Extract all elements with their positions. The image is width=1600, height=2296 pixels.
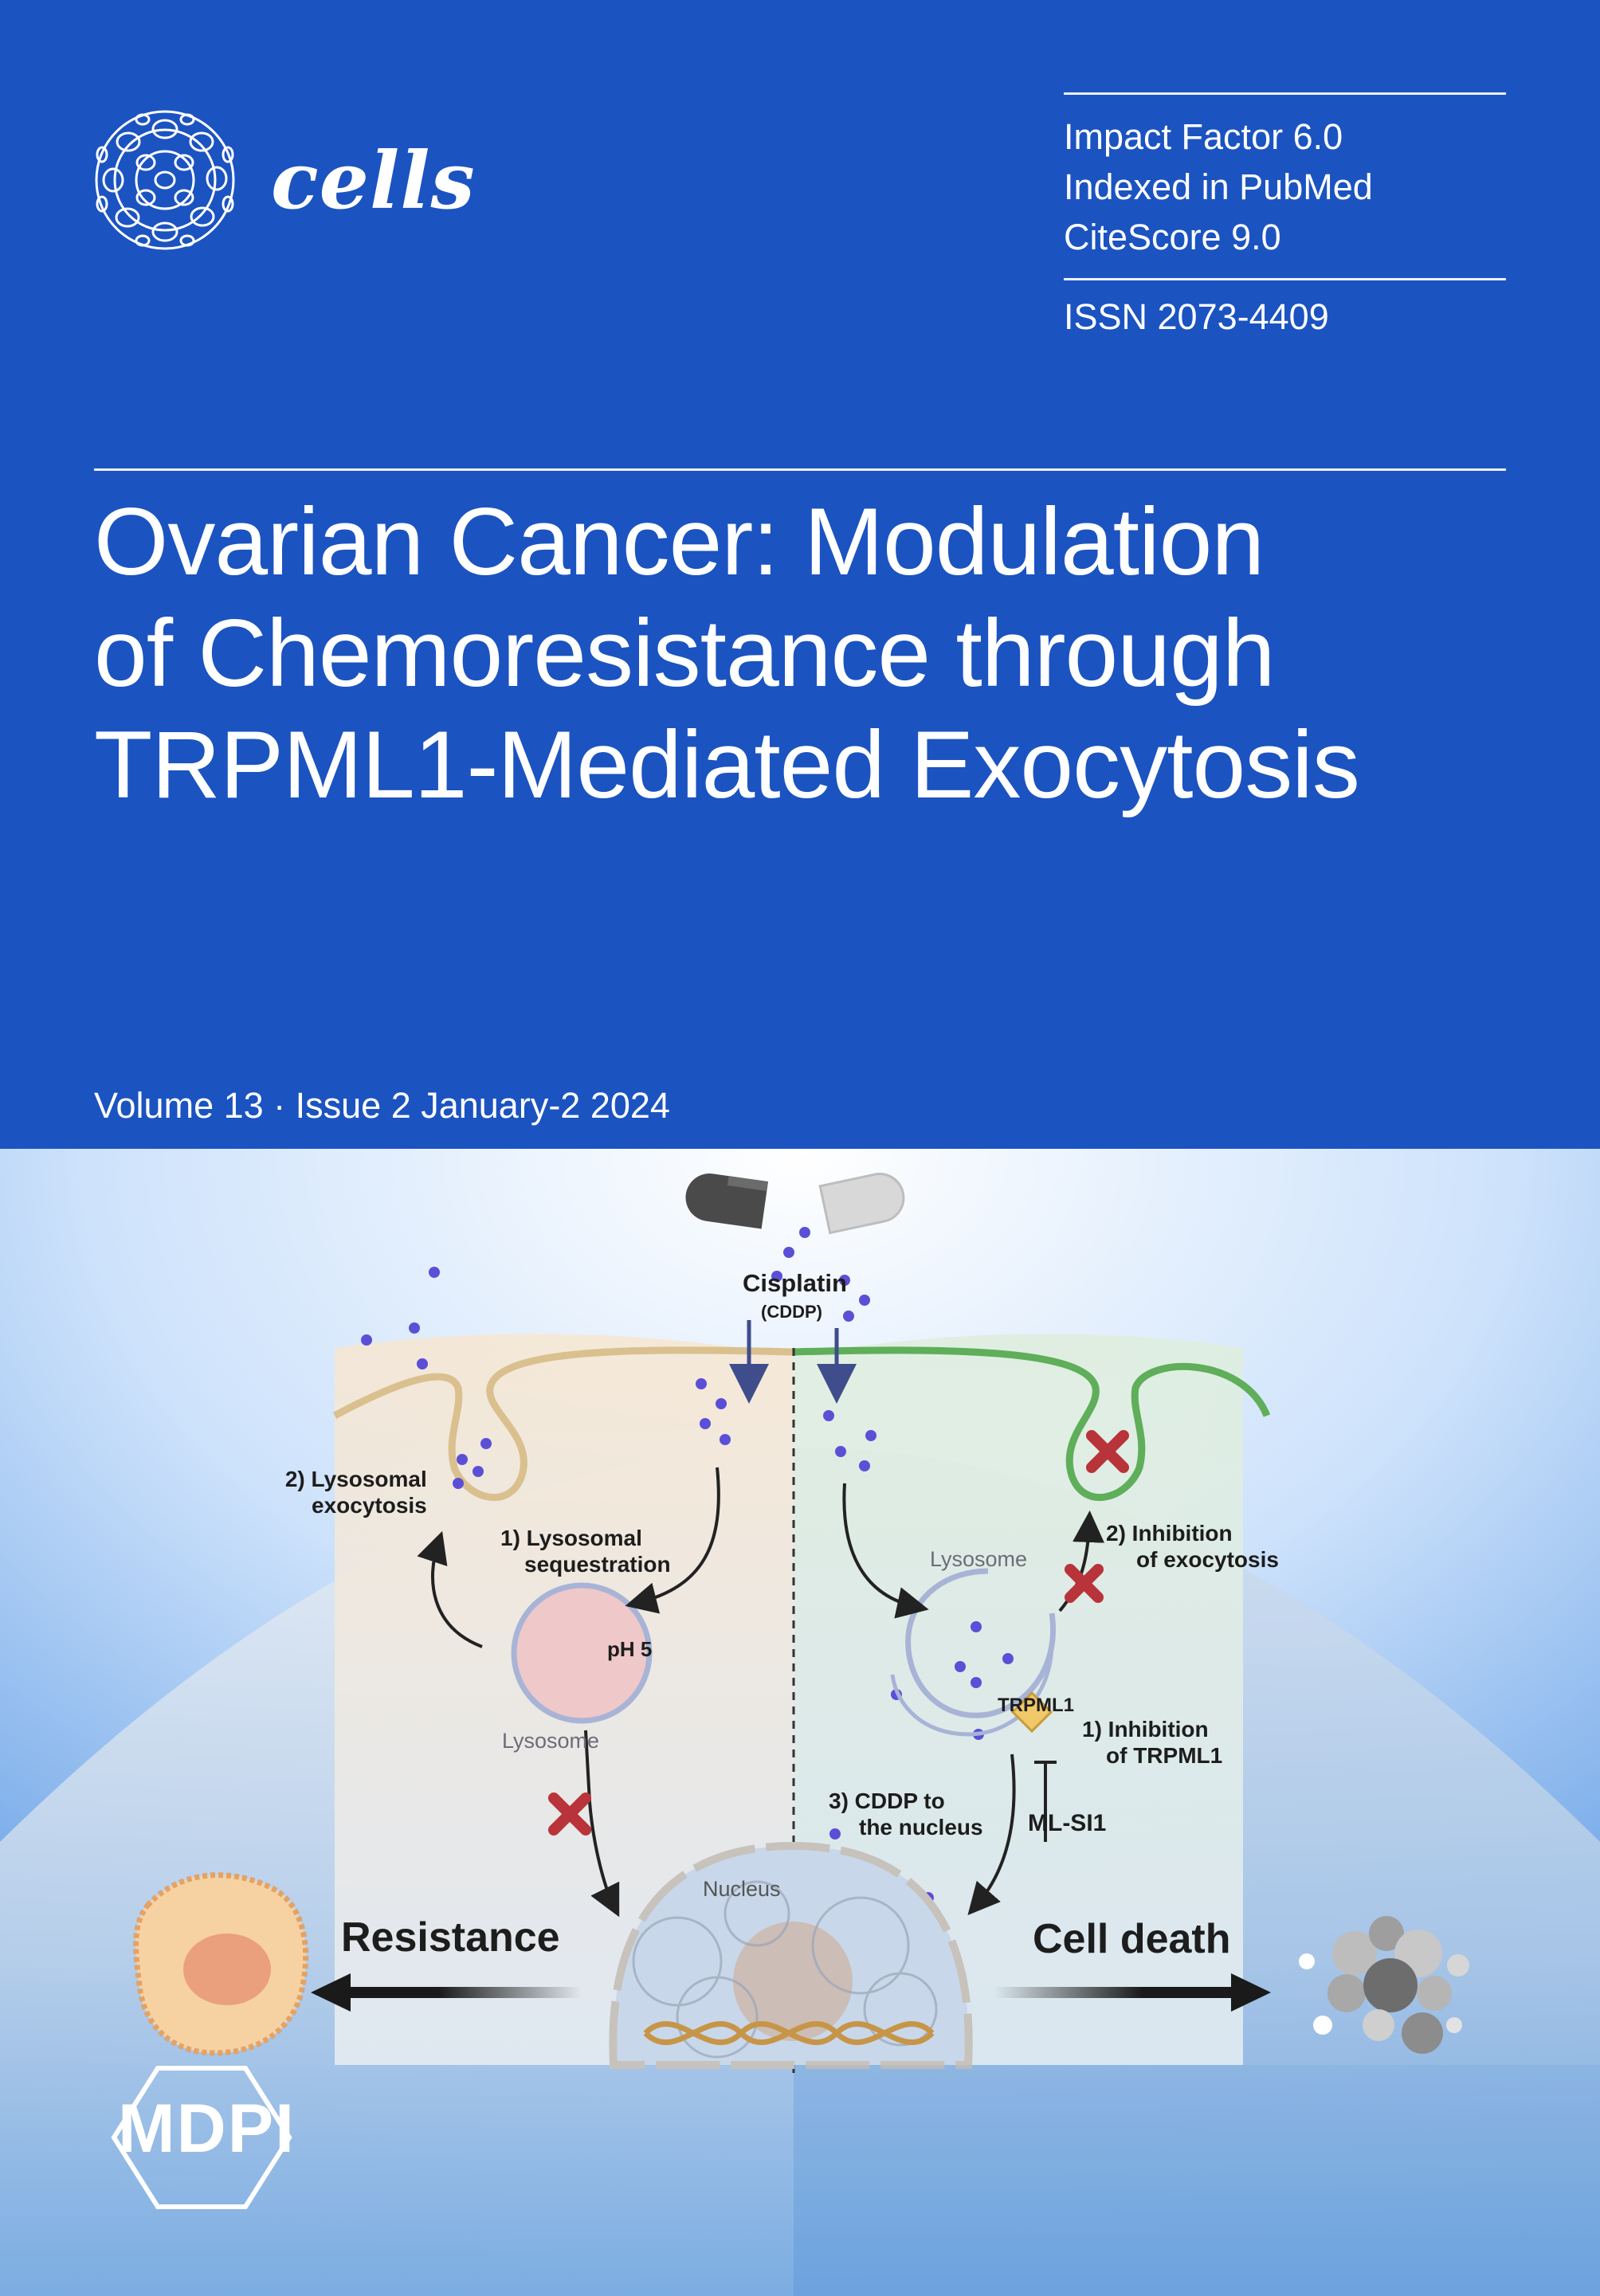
inhibit-trpml1-label: 1) Inhibition of TRPML1 [1082, 1717, 1223, 1768]
drug-name-label: Cisplatin [743, 1269, 847, 1297]
dead-cell-icon [1299, 1916, 1469, 2054]
right-lysosome [905, 1568, 1056, 1718]
left-sequestration-label: 1) Lysosomal sequestration [500, 1526, 671, 1577]
cell-death-label: Cell death [1033, 1916, 1231, 1962]
publisher-logo-text: MDPI [118, 2090, 296, 2167]
right-inhibit-exocytosis-label: 2) Inhibition of exocytosis [1106, 1521, 1279, 1572]
trpml1-label: TRPML1 [998, 1695, 1074, 1716]
metrics-top-rule [1064, 92, 1506, 95]
drug-abbrev-label: (CDDP) [761, 1302, 822, 1322]
article-title: Ovarian Cancer: Modulation of Chemoresis… [94, 486, 1528, 821]
trpml1-channel-icon [1010, 1691, 1053, 1734]
left-exocytosis-label: 2) Lysosomal exocytosis [284, 1467, 427, 1518]
cell-death-arrow [1231, 1973, 1271, 2012]
cover-header-panel: cells Impact Factor 6.0 Indexed in PubMe… [94, 92, 1528, 1126]
journal-metrics: Impact Factor 6.0 Indexed in PubMed Cite… [1064, 112, 1373, 262]
citescore: CiteScore 9.0 [1064, 217, 1281, 257]
inhibitor-label: ML-SI1 [1028, 1810, 1107, 1836]
left-lysosome [511, 1582, 653, 1724]
metrics-bottom-rule [1064, 278, 1506, 280]
inhibit-x-icon [548, 1430, 1129, 1836]
left-lysosome-label: Lysosome [502, 1729, 600, 1753]
indexing: Indexed in PubMed [1064, 167, 1373, 207]
volume-issue: Volume 13 · Issue 2 January-2 2024 [94, 1085, 670, 1126]
cisplatin-capsule-icon [685, 1173, 905, 1235]
left-cell-membrane [332, 1346, 794, 1501]
title-line-1: Ovarian Cancer: Modulation [94, 488, 1265, 595]
nucleus-label: Nucleus [703, 1877, 781, 1901]
journal-name: cells [271, 135, 476, 227]
mdpi-logo-icon [111, 2066, 292, 2209]
dna-icon [643, 2020, 935, 2046]
ph-label: pH 5 [607, 1637, 653, 1661]
right-cell-membrane [792, 1346, 1271, 1501]
title-rule [94, 468, 1506, 471]
impact-factor: Impact Factor 6.0 [1064, 116, 1343, 157]
resistance-label: Resistance [341, 1914, 560, 1961]
resistance-arrow [311, 1973, 351, 2012]
issn: ISSN 2073-4409 [1064, 296, 1329, 337]
title-line-2: of Chemoresistance through [94, 600, 1276, 707]
right-lysosome-label: Lysosome [930, 1547, 1028, 1571]
cells-logo-icon [95, 110, 235, 250]
title-line-3: TRPML1-Mediated Exocytosis [94, 711, 1360, 818]
cddp-nucleus-label: 3) CDDP to the nucleus [829, 1789, 983, 1840]
resistant-cell-icon [133, 1872, 309, 2056]
